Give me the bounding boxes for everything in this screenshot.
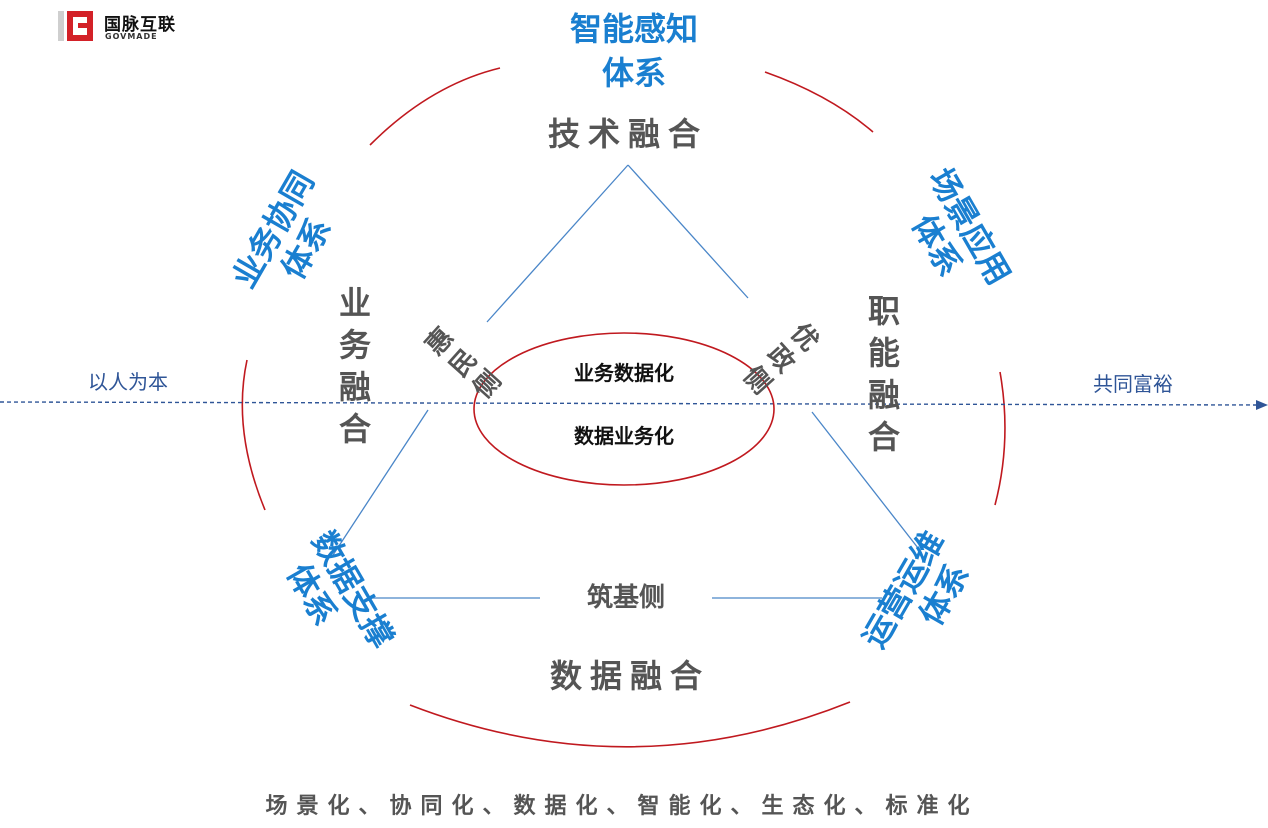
side-label-left-group: 惠民侧 — [417, 323, 509, 410]
side-label-right: 优政侧 — [732, 315, 824, 402]
outer-arc-top-right — [764, 71, 874, 133]
system-upper-right: 场景应用 体系 — [904, 162, 1018, 292]
govmade-logo-icon — [58, 11, 93, 41]
fusion-right: 职能融合 — [863, 294, 901, 462]
outer-arc-right — [994, 371, 1006, 506]
footer-principles: 场景化、协同化、数据化、智能化、生态化、标准化 — [265, 793, 978, 819]
logo-name-cn: 国脉互联 — [104, 15, 176, 35]
logo-name-en: GOVMADE — [105, 32, 158, 41]
system-lower-right: 运营运维 体系 — [855, 525, 977, 655]
side-label-left: 惠民侧 — [417, 323, 509, 410]
triangle-left-edge-lower — [332, 409, 429, 556]
side-label-right-group: 优政侧 — [732, 315, 824, 402]
triangle — [332, 164, 919, 599]
center-line2: 数据业务化 — [574, 424, 674, 448]
outer-arc-bottom — [409, 701, 851, 748]
axis-arrow — [0, 400, 1268, 410]
outer-arc-top-left — [369, 67, 501, 146]
center-line1: 业务数据化 — [574, 361, 674, 385]
side-label-bottom: 筑基侧 — [587, 582, 665, 613]
outer-arc-left — [241, 359, 266, 511]
axis-start-label: 以人为本 — [88, 370, 168, 394]
triangle-left-edge-upper — [486, 164, 629, 323]
fusion-left: 业务融合 — [334, 286, 372, 454]
center-ellipse — [473, 332, 775, 486]
triangle-right-edge-lower — [811, 411, 919, 549]
axis-end-label: 共同富裕 — [1093, 372, 1173, 396]
logo: 国脉互联 GOVMADE — [58, 8, 208, 44]
fusion-bottom: 数据融合 — [550, 657, 710, 695]
system-top-line2: 体系 — [602, 54, 666, 92]
outer-circle — [241, 67, 1006, 748]
fusion-top: 技术融合 — [548, 115, 708, 153]
triangle-right-edge-upper — [627, 164, 749, 299]
system-top-line1: 智能感知 — [570, 10, 698, 48]
system-lower-left: 数据支撑 体系 — [279, 525, 401, 655]
